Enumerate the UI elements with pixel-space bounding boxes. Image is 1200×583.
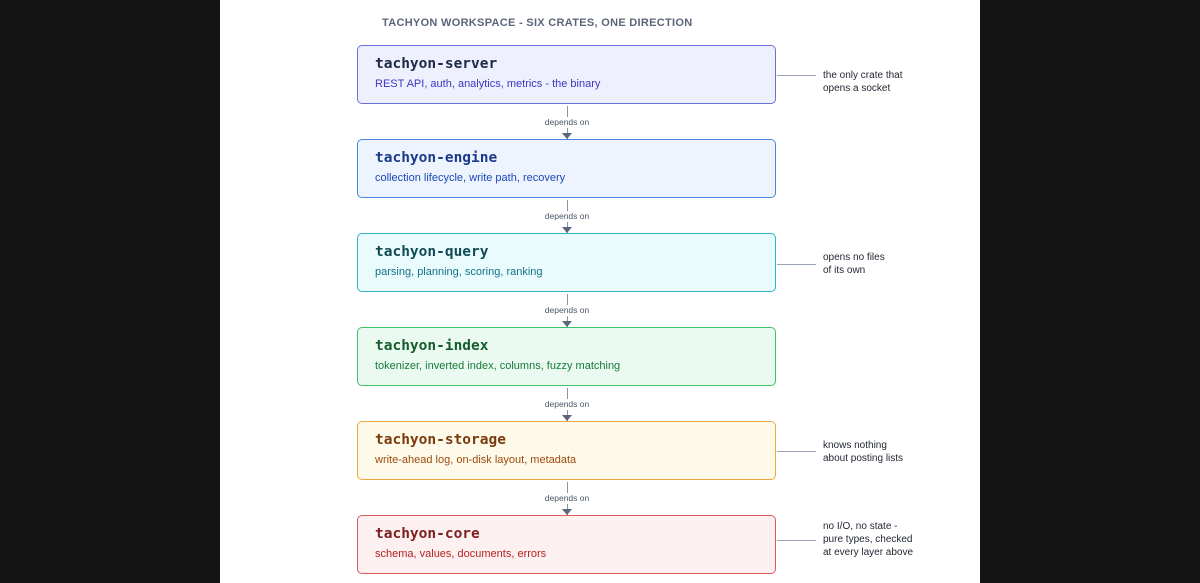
crate-name: tachyon-query bbox=[375, 244, 489, 260]
crate-description: collection lifecycle, write path, recove… bbox=[375, 172, 566, 184]
arrow-down-icon bbox=[562, 133, 572, 139]
crate-name: tachyon-core bbox=[375, 526, 480, 542]
note-leader-line bbox=[777, 75, 816, 76]
dependency-label: depends on bbox=[507, 305, 627, 316]
crate-box-core: tachyon-core schema, values, documents, … bbox=[357, 515, 776, 574]
crate-name: tachyon-storage bbox=[375, 432, 506, 448]
dependency-label: depends on bbox=[507, 399, 627, 410]
side-note: the only crate that opens a socket bbox=[823, 70, 903, 94]
crate-description: schema, values, documents, errors bbox=[375, 548, 547, 560]
crate-name: tachyon-index bbox=[375, 338, 489, 354]
crate-box-storage: tachyon-storage write-ahead log, on-disk… bbox=[357, 421, 776, 480]
arrow-down-icon bbox=[562, 415, 572, 421]
dependency-label: depends on bbox=[507, 117, 627, 128]
side-note: knows nothing about posting lists bbox=[823, 440, 904, 464]
crate-description: parsing, planning, scoring, ranking bbox=[375, 266, 543, 278]
crate-box-engine: tachyon-engine collection lifecycle, wri… bbox=[357, 139, 776, 198]
crate-name: tachyon-engine bbox=[375, 150, 498, 166]
arrow-down-icon bbox=[562, 321, 572, 327]
note-leader-line bbox=[777, 540, 816, 541]
crate-description: write-ahead log, on-disk layout, metadat… bbox=[375, 454, 577, 466]
arrow-down-icon bbox=[562, 509, 572, 515]
diagram-title: TACHYON WORKSPACE - SIX CRATES, ONE DIRE… bbox=[382, 17, 693, 29]
note-leader-line bbox=[777, 264, 816, 265]
note-leader-line bbox=[777, 451, 816, 452]
crate-box-server: tachyon-server REST API, auth, analytics… bbox=[357, 45, 776, 104]
diagram-canvas: TACHYON WORKSPACE - SIX CRATES, ONE DIRE… bbox=[220, 0, 980, 583]
dependency-label: depends on bbox=[507, 493, 627, 504]
arrow-down-icon bbox=[562, 227, 572, 233]
side-note: opens no files of its own bbox=[823, 252, 885, 276]
dependency-label: depends on bbox=[507, 211, 627, 222]
crate-box-query: tachyon-query parsing, planning, scoring… bbox=[357, 233, 776, 292]
crate-box-index: tachyon-index tokenizer, inverted index,… bbox=[357, 327, 776, 386]
crate-description: REST API, auth, analytics, metrics - the… bbox=[375, 78, 601, 90]
side-note: no I/O, no state - pure types, checked a… bbox=[823, 521, 914, 558]
crate-description: tokenizer, inverted index, columns, fuzz… bbox=[375, 360, 621, 372]
crate-name: tachyon-server bbox=[375, 56, 498, 72]
